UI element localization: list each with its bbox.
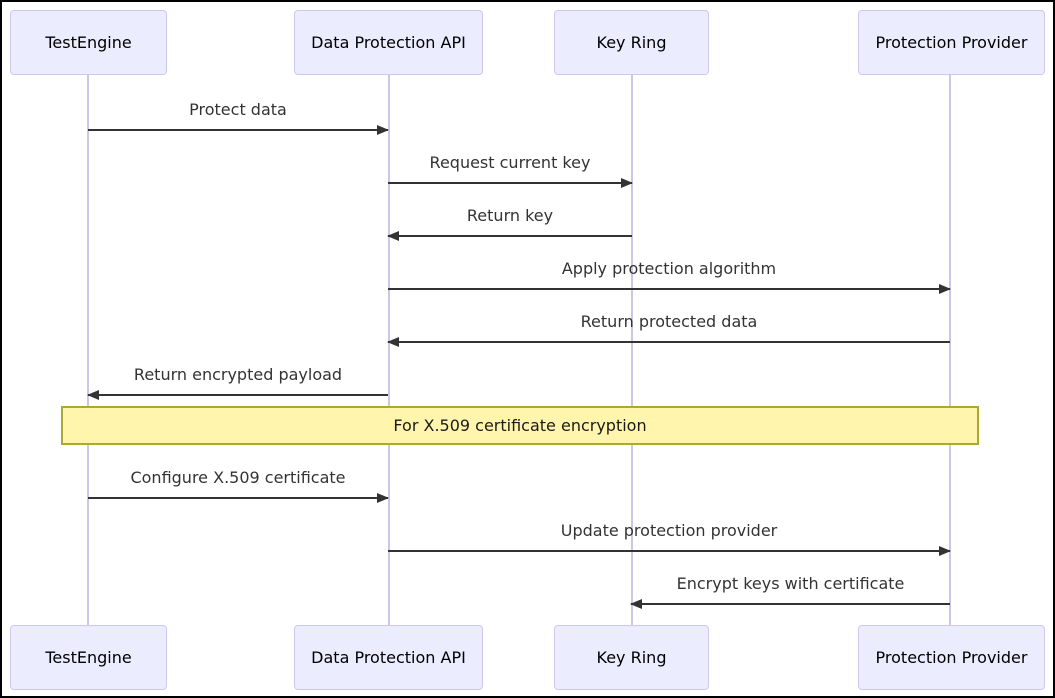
lifeline-protection-provider bbox=[949, 75, 951, 625]
arrowhead-right-icon bbox=[377, 125, 389, 135]
arrowhead-right-icon bbox=[939, 546, 951, 556]
message-arrow bbox=[387, 231, 632, 241]
message-label: Protect data bbox=[189, 100, 287, 119]
message-apply-protection-algorithm: Apply protection algorithm bbox=[388, 259, 951, 294]
actor-data-protection-api-top: Data Protection API bbox=[294, 10, 483, 75]
message-return-encrypted-payload: Return encrypted payload bbox=[87, 365, 388, 400]
message-arrow bbox=[88, 493, 389, 503]
message-request-current-key: Request current key bbox=[388, 153, 633, 188]
message-arrow bbox=[87, 390, 388, 400]
arrowhead-left-icon bbox=[387, 337, 399, 347]
message-arrow bbox=[388, 178, 633, 188]
message-label: Return key bbox=[466, 206, 554, 225]
message-label: Configure X.509 certificate bbox=[130, 468, 346, 487]
message-encrypt-keys-with-certificate: Encrypt keys with certificate bbox=[630, 574, 950, 609]
note-label: For X.509 certificate encryption bbox=[393, 416, 647, 435]
lifeline-data-protection-api bbox=[388, 75, 390, 625]
lifeline-key-ring bbox=[631, 75, 633, 625]
arrowhead-right-icon bbox=[939, 284, 951, 294]
message-update-protection-provider: Update protection provider bbox=[388, 521, 951, 556]
message-label: Return encrypted payload bbox=[133, 365, 343, 384]
message-return-key: Return key bbox=[387, 206, 632, 241]
actor-key-ring-top: Key Ring bbox=[554, 10, 709, 75]
actor-protection-provider-bottom: Protection Provider bbox=[858, 625, 1045, 690]
message-configure-x509-certificate: Configure X.509 certificate bbox=[88, 468, 389, 503]
message-label: Return protected data bbox=[580, 312, 758, 331]
message-arrow bbox=[388, 546, 951, 556]
message-protect-data: Protect data bbox=[88, 100, 389, 135]
message-return-protected-data: Return protected data bbox=[387, 312, 950, 347]
message-label: Request current key bbox=[429, 153, 591, 172]
arrowhead-left-icon bbox=[387, 231, 399, 241]
message-arrow bbox=[388, 284, 951, 294]
arrowhead-right-icon bbox=[621, 178, 633, 188]
arrowhead-left-icon bbox=[87, 390, 99, 400]
actor-key-ring-bottom: Key Ring bbox=[554, 625, 709, 690]
arrowhead-left-icon bbox=[630, 599, 642, 609]
actor-data-protection-api-bottom: Data Protection API bbox=[294, 625, 483, 690]
message-arrow bbox=[88, 125, 389, 135]
actor-protection-provider-top: Protection Provider bbox=[858, 10, 1045, 75]
message-arrow bbox=[630, 599, 950, 609]
message-label: Apply protection algorithm bbox=[561, 259, 777, 278]
message-label: Encrypt keys with certificate bbox=[676, 574, 905, 593]
lifeline-testengine bbox=[87, 75, 89, 625]
arrowhead-right-icon bbox=[377, 493, 389, 503]
note-x509-certificate-encryption: For X.509 certificate encryption bbox=[61, 406, 979, 445]
actor-testengine-top: TestEngine bbox=[10, 10, 167, 75]
message-label: Update protection provider bbox=[560, 521, 778, 540]
message-arrow bbox=[387, 337, 950, 347]
actor-testengine-bottom: TestEngine bbox=[10, 625, 167, 690]
